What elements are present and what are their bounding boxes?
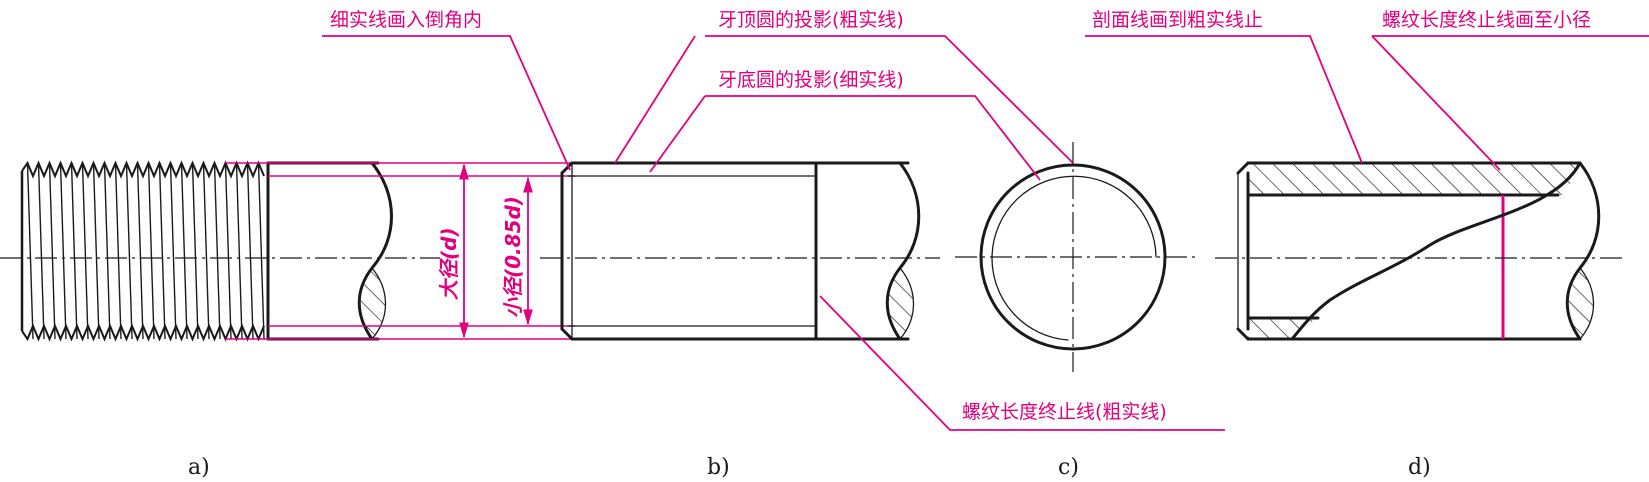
thread-flank-line (92, 162, 100, 340)
thread-flank-line (224, 162, 232, 340)
thread-flank-line (147, 162, 155, 340)
thread-profile-top (21, 160, 265, 179)
major-diameter-label: 大径(d) (437, 227, 461, 300)
figure-c: c) (955, 142, 1195, 480)
thread-flank-line (125, 162, 133, 340)
leaders (322, 35, 1649, 431)
thread-flank-line (246, 162, 254, 340)
label-chamfer-thin-line: 细实线画入倒角内 (330, 9, 482, 31)
thread-profile-bottom (21, 323, 265, 342)
thread-flank-line (257, 162, 265, 340)
thread-flank-line (81, 162, 89, 340)
thread-flank-line (169, 162, 177, 340)
thread-flank-line (37, 162, 45, 340)
caption-a: a) (188, 455, 210, 480)
label-section-line: 剖面线画到粗实线止 (1092, 9, 1263, 31)
label-thread-end-line: 螺纹长度终止线(粗实线) (962, 401, 1167, 423)
thread-flank-line (114, 162, 122, 340)
caption-d: d) (1408, 455, 1431, 480)
thread-flank-line (136, 162, 144, 340)
figure-d: d) (1215, 161, 1625, 480)
thread-flank-line (191, 162, 199, 340)
thread-flank-line (59, 162, 67, 340)
thread-flank-line (70, 162, 78, 340)
label-thread-end-minor: 螺纹长度终止线画至小径 (1382, 9, 1591, 31)
figure-a: 大径(d) 小径(0.85d) a) (0, 160, 575, 480)
label-root-projection: 牙底圆的投影(细实线) (718, 69, 904, 91)
thread-flank-line (26, 162, 34, 340)
thread-flank-line (180, 162, 188, 340)
thread-teeth (20, 160, 265, 342)
thread-flank-line (158, 162, 166, 340)
thread-flank-line (103, 162, 111, 340)
caption-c: c) (1058, 455, 1079, 480)
thread-flank-line (202, 162, 210, 340)
label-crest-projection: 牙顶圆的投影(粗实线) (718, 9, 904, 31)
thread-flank-line (48, 162, 56, 340)
minor-diameter-label: 小径(0.85d) (501, 196, 525, 318)
caption-b: b) (707, 455, 730, 480)
thread-flank-line (235, 162, 243, 340)
thread-flank-line (213, 162, 221, 340)
figure-b: b) (540, 161, 940, 480)
